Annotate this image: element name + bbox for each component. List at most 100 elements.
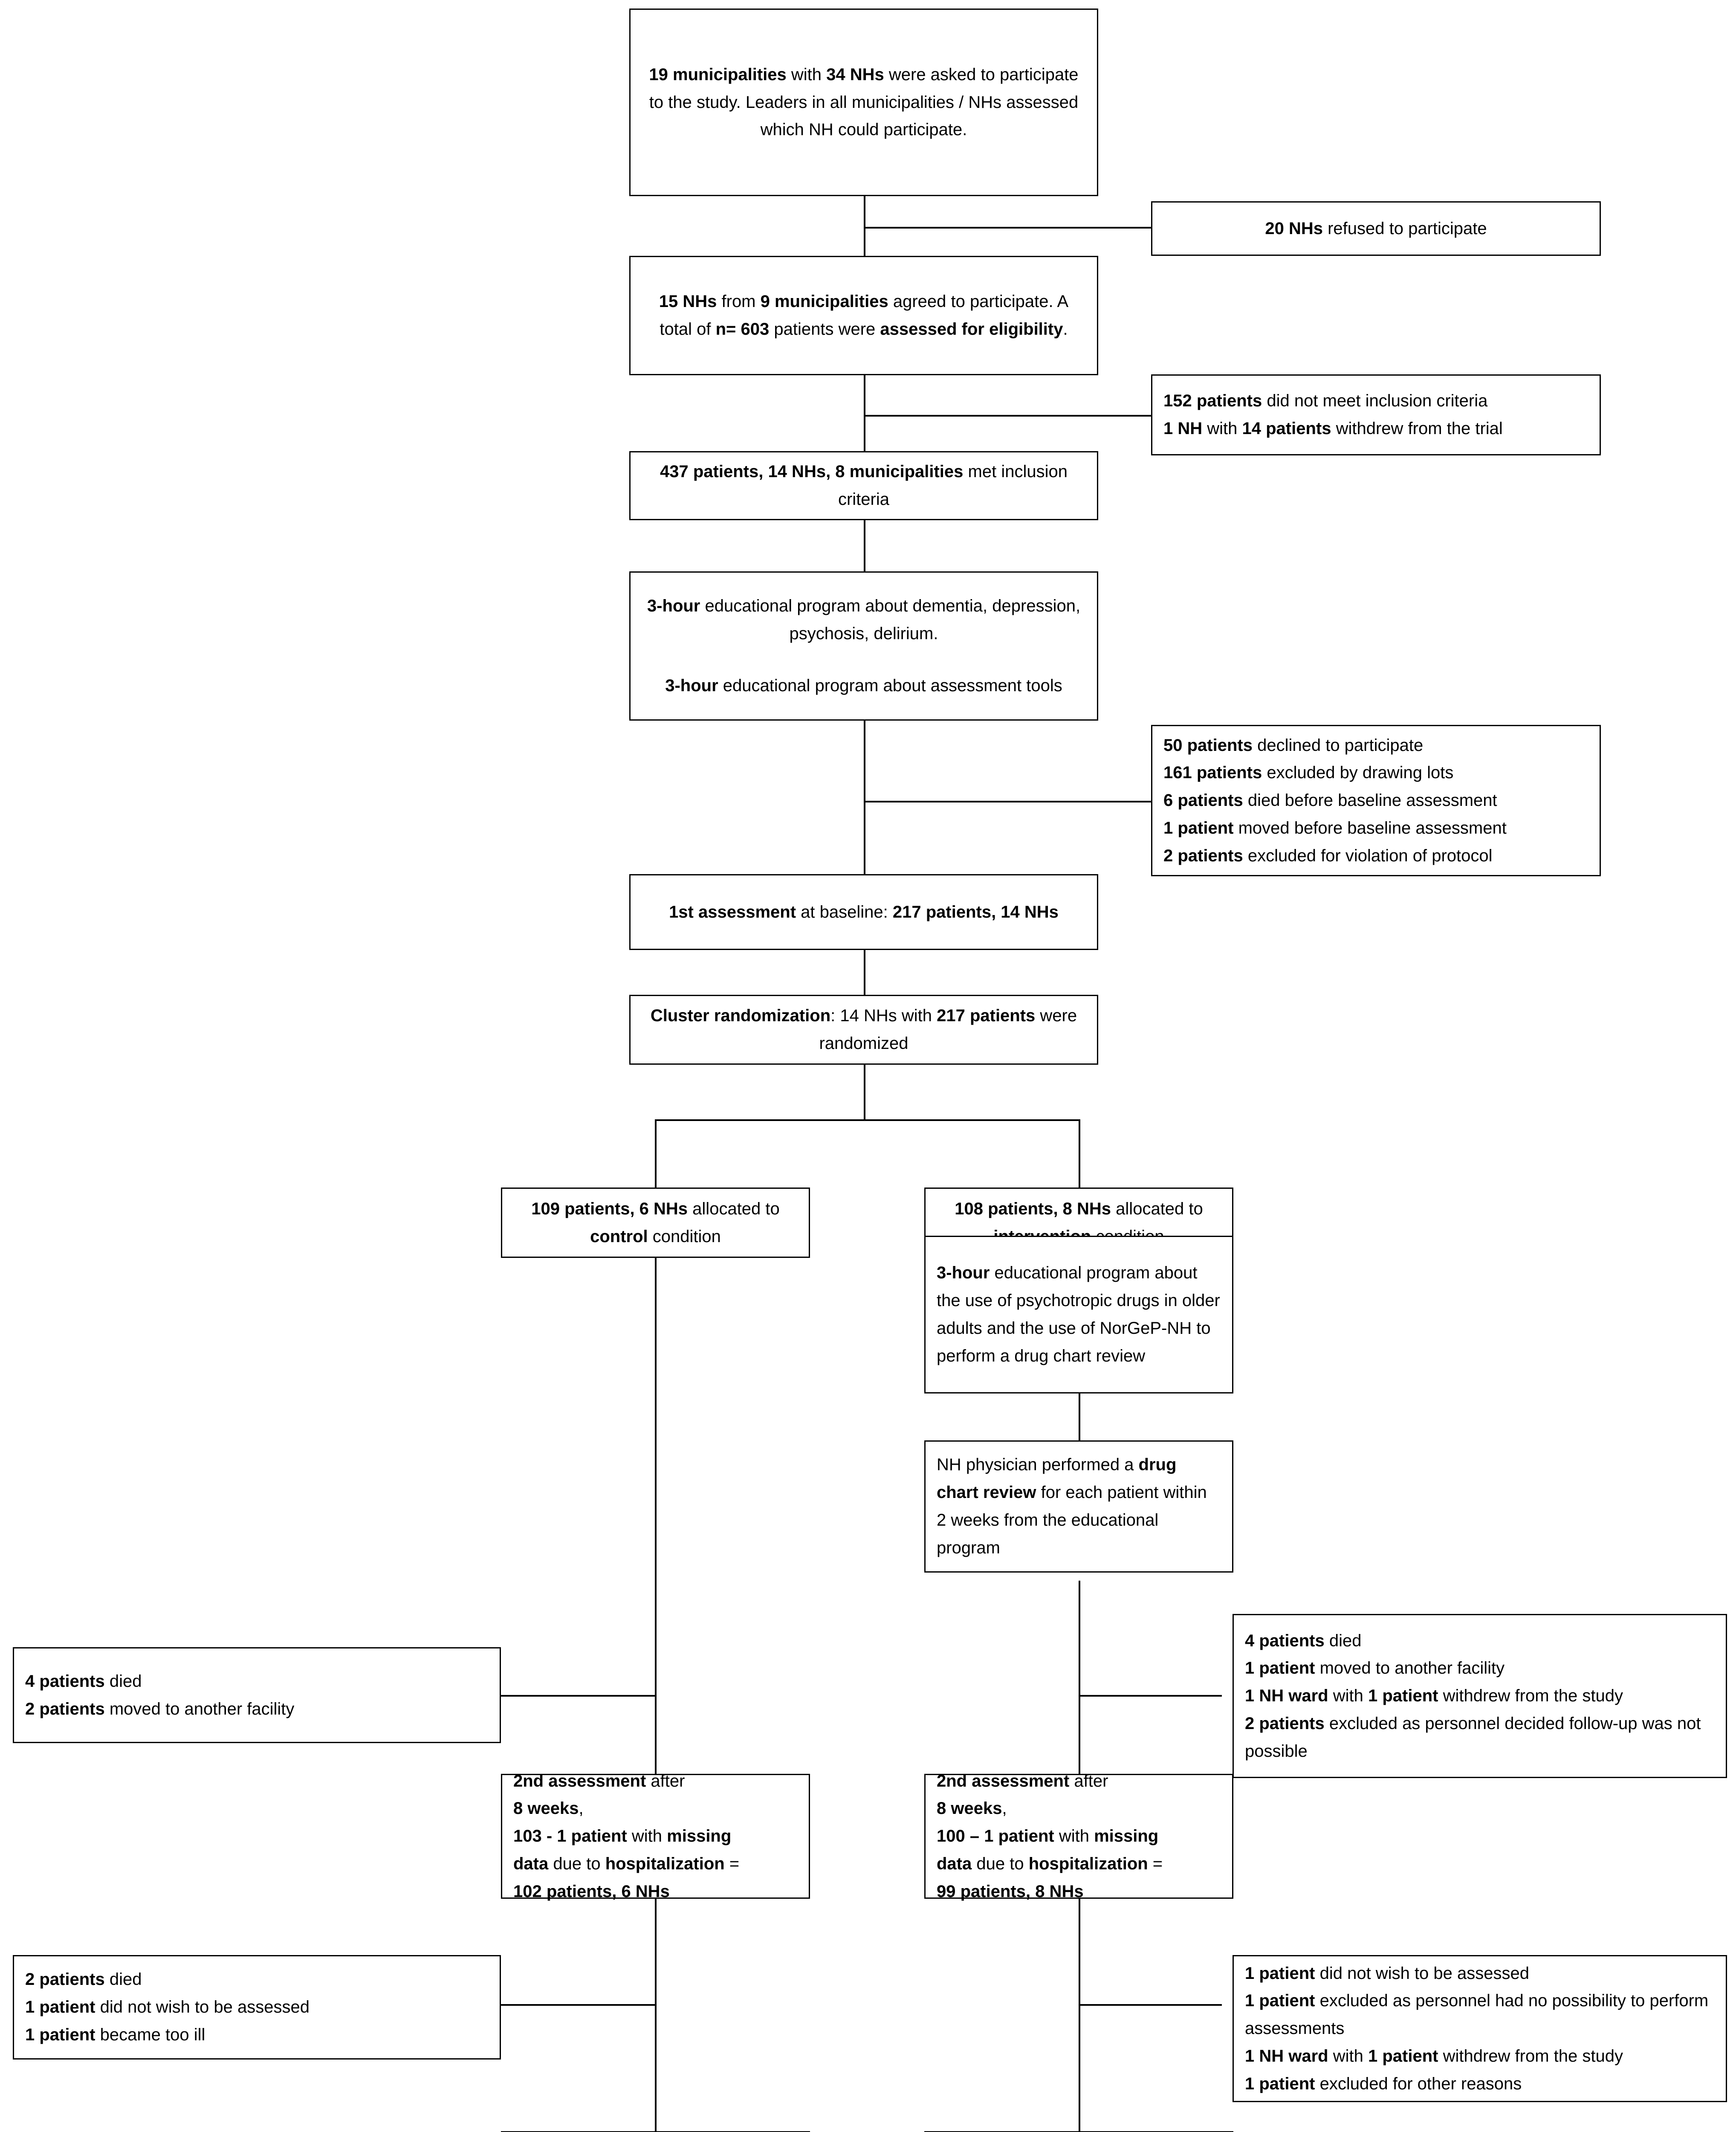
excl-elig-2-bold2: 14 patients [1242, 419, 1331, 438]
int-a2-4-rest2: = [1148, 1854, 1163, 1873]
int-a2-line-1: 2nd assessment after [937, 1767, 1221, 1795]
ctrl-drop2-2-bold: 1 patient [25, 1998, 95, 2017]
connector-assessment1-to-randomization [864, 950, 865, 995]
ctrl-drop1-line-2: 2 patients moved to another facility [25, 1695, 489, 1723]
node-control-assessment-2: 2nd assessment after 8 weeks, 103 - 1 pa… [501, 1772, 810, 1901]
invited-b1: 19 municipalities [649, 65, 787, 84]
agreed-b4: assessed for eligibility [880, 320, 1063, 339]
node-education-intervention: 3-hour educational program about the use… [924, 1236, 1233, 1393]
connector-to-refused [864, 227, 1154, 229]
int-drop1-line-1: 4 patients died [1245, 1627, 1715, 1655]
excl-elig-1-rest: did not meet inclusion criteria [1262, 391, 1488, 411]
randomization-text: Cluster randomization: 14 NHs with 217 p… [643, 1002, 1084, 1057]
int-drop1-line-4: 2 patients excluded as personnel decided… [1245, 1710, 1715, 1765]
ctrl-drop1-1-bold: 4 patients [25, 1671, 105, 1691]
node-randomization: Cluster randomization: 14 NHs with 217 p… [629, 995, 1098, 1065]
int-a2-1-rest: after [1069, 1771, 1108, 1790]
ctrl-drop2-1-rest: died [104, 1970, 142, 1989]
node-control-dropout-2: 2 patients died 1 patient did not wish t… [13, 1955, 501, 2060]
ctrl-a2-3-rest: 103 - [513, 1827, 557, 1846]
int-drop2-line-2: 1 patient excluded as personnel had no p… [1245, 1987, 1715, 2042]
node-agreed: 15 NHs from 9 municipalities agreed to p… [629, 256, 1098, 375]
int-drop1-3-rest2: withdrew from the study [1438, 1686, 1623, 1706]
excl-elig-2-bold: 1 NH [1163, 419, 1203, 438]
int-drop2-3-rest2: withdrew from the study [1438, 2046, 1623, 2065]
ctrl-a2-line-2: 8 weeks, [513, 1795, 798, 1822]
ctrl-drop1-line-1: 4 patients died [25, 1668, 489, 1695]
connector-control-dropout2 [500, 2004, 656, 2006]
connector-agreed-to-met [864, 375, 865, 452]
ctrl-a2-3-rest2: with [627, 1827, 667, 1846]
ctrl-a2-4-rest: due to [548, 1854, 605, 1873]
int-drop1-3-bold2: 1 patient [1368, 1686, 1438, 1706]
ctrl-drop2-2-rest: did not wish to be assessed [95, 1998, 310, 2017]
drug-review-rest2: for each patient within 2 weeks from the… [937, 1483, 1207, 1557]
connector-split-to-control [655, 1119, 657, 1188]
node-intervention-assessment-3: 3rd assessment after 12 weeks, 96 patien… [924, 2131, 1233, 2132]
excl-base-line-1: 50 patients declined to participate [1163, 732, 1588, 759]
excl-base-line-4: 1 patient moved before baseline assessme… [1163, 814, 1588, 842]
int-drop1-3-rest: with [1328, 1686, 1368, 1706]
int-a2-5-bold: 99 patients, 8 NHs [937, 1882, 1084, 1901]
node-education-general: 3-hour educational program about dementi… [629, 571, 1098, 721]
int-drop1-4-rest: excluded as personnel decided follow-up … [1245, 1714, 1701, 1761]
int-drop1-1-bold: 4 patients [1245, 1631, 1325, 1650]
ctrl-a2-line-5: 102 patients, 6 NHs [513, 1878, 798, 1906]
excl-base-1-bold: 50 patients [1163, 736, 1253, 755]
node-assessment-1: 1st assessment at baseline: 217 patients… [629, 874, 1098, 950]
node-excluded-eligibility: 152 patients did not meet inclusion crit… [1151, 374, 1601, 455]
node-control-dropout-1: 4 patients died 2 patients moved to anot… [13, 1647, 501, 1743]
excl-base-line-3: 6 patients died before baseline assessme… [1163, 787, 1588, 814]
assessment1-bold2: 217 patients, 14 NHs [892, 902, 1059, 921]
node-control-allocation: 109 patients, 6 NHs allocated to control… [501, 1188, 810, 1258]
connector-education-to-assessment1 [864, 721, 865, 874]
ctrl-a2-5-bold: 102 patients, 6 NHs [513, 1882, 670, 1901]
int-a2-3-bold: 1 patient [984, 1827, 1054, 1846]
excl-base-4-bold: 1 patient [1163, 818, 1234, 837]
control-alloc-rest2: condition [648, 1227, 721, 1246]
connector-randomization-down [864, 1065, 865, 1120]
connector-intervention-dropout2 [1079, 2004, 1222, 2006]
connector-invited-to-agreed [864, 194, 865, 266]
int-drop2-3-bold: 1 NH ward [1245, 2046, 1328, 2065]
intervention-alloc-rest: allocated to [1111, 1199, 1203, 1218]
int-drop2-1-bold: 1 patient [1245, 1964, 1315, 1983]
assessment1-text: 1st assessment at baseline: 217 patients… [643, 898, 1084, 926]
met-criteria-text: 437 patients, 14 NHs, 8 municipalities m… [643, 458, 1084, 513]
int-drop2-2-rest: excluded as personnel had no possibility… [1245, 1991, 1709, 2038]
int-drop1-2-bold: 1 patient [1245, 1659, 1315, 1678]
invited-r2: were asked to participate to the study. … [649, 65, 1079, 139]
agreed-r4: . [1063, 320, 1068, 339]
agreed-b1: 15 NHs [659, 292, 717, 311]
connector-intervention-education-to-review [1079, 1393, 1080, 1440]
int-drop1-2-rest: moved to another facility [1315, 1659, 1505, 1678]
excl-base-line-2: 161 patients excluded by drawing lots [1163, 759, 1588, 787]
int-a2-line-4: data due to hospitalization = [937, 1850, 1221, 1878]
agreed-r3: patients were [769, 320, 880, 339]
excl-base-2-bold: 161 patients [1163, 763, 1262, 782]
drug-review-text: NH physician performed a drug chart revi… [937, 1451, 1221, 1561]
int-drop1-line-3: 1 NH ward with 1 patient withdrew from t… [1245, 1682, 1715, 1710]
node-intervention-dropout-2: 1 patient did not wish to be assessed 1 … [1233, 1955, 1727, 2102]
control-alloc-text: 109 patients, 6 NHs allocated to control… [515, 1195, 796, 1251]
int-drop1-1-rest: died [1324, 1631, 1362, 1650]
excl-base-1-rest: declined to participate [1252, 736, 1424, 755]
refused-rest: refused to participate [1322, 219, 1487, 238]
connector-intervention-review-to-assessment2 [1079, 1581, 1080, 1786]
excl-base-3-bold: 6 patients [1163, 791, 1243, 810]
connector-met-to-education [864, 520, 865, 571]
ctrl-drop2-line-1: 2 patients died [25, 1966, 489, 1993]
randomization-bold: Cluster randomization [650, 1006, 831, 1025]
ctrl-a2-2-bold: 8 weeks [513, 1799, 579, 1818]
ctrl-drop1-2-rest: moved to another facility [104, 1699, 295, 1718]
int-drop2-3-rest: with [1328, 2046, 1368, 2065]
connector-intervention-dropout1 [1079, 1695, 1222, 1697]
node-intervention-dropout-1: 4 patients died 1 patient moved to anoth… [1233, 1614, 1727, 1778]
edu-gen-2-bold: 3-hour [665, 676, 718, 695]
int-drop2-1-rest: did not wish to be assessed [1315, 1964, 1530, 1983]
node-invited: 19 municipalities with 34 NHs were asked… [629, 9, 1098, 196]
node-met-criteria: 437 patients, 14 NHs, 8 municipalities m… [629, 451, 1098, 520]
int-a2-1-bold: 2nd assessment [937, 1771, 1070, 1790]
int-a2-3-bold2: missing [1094, 1827, 1159, 1846]
